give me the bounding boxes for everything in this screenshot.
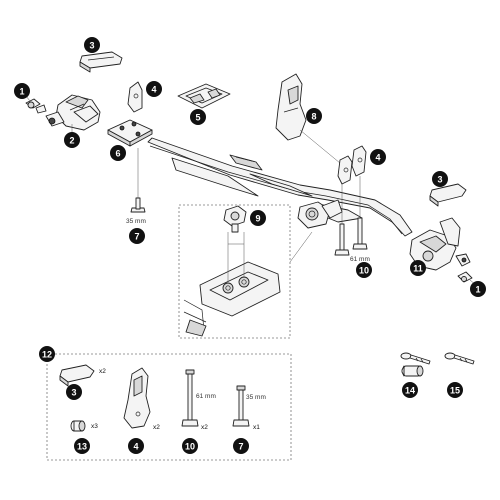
qty-tbolt-61: x2 (201, 424, 208, 431)
detail-mount-closeup (183, 261, 281, 337)
base-plate-part (107, 119, 153, 147)
detail-frame (178, 204, 291, 339)
kit-bracket-part (123, 367, 151, 429)
qty-spacer: x3 (91, 423, 98, 430)
qty-tbolt-35: x1 (253, 424, 260, 431)
callout-4-left: 4 (146, 81, 162, 97)
svg-text:1: 1 (19, 86, 24, 96)
callout-3-right: 3 (432, 171, 448, 187)
svg-text:3: 3 (71, 387, 76, 397)
svg-text:11: 11 (413, 263, 423, 273)
callout-4-kit: 4 (128, 438, 144, 454)
callout-3-top: 3 (84, 37, 100, 53)
svg-text:10: 10 (185, 441, 195, 451)
callout-1-right: 1 (470, 281, 486, 297)
svg-text:2: 2 (69, 135, 74, 145)
tbolt-35-part (130, 148, 146, 213)
dim-35mm-top: 35 mm (126, 218, 146, 225)
svg-text:5: 5 (195, 112, 200, 122)
tbolt-61-part (334, 176, 368, 256)
knob-part-9 (223, 205, 247, 282)
callout-7-top: 7 (129, 228, 145, 244)
svg-text:1: 1 (475, 284, 480, 294)
dim-61mm-kit: 61 mm (196, 393, 216, 400)
kit-tbolt-35-part (232, 385, 250, 427)
bar-clamp (297, 199, 343, 229)
callout-13: 13 (74, 438, 90, 454)
callout-3-kit: 3 (66, 384, 82, 400)
dim-61mm-top: 61 mm (350, 256, 370, 263)
screw-part-left (25, 95, 47, 114)
clamp-assembly-right (409, 217, 471, 271)
kit-pad-part (59, 364, 95, 387)
frame-plate-part (177, 83, 231, 114)
svg-text:7: 7 (134, 231, 139, 241)
clamp-knob-part (45, 94, 101, 132)
svg-text:9: 9 (255, 213, 260, 223)
bracket-part-right (337, 145, 367, 185)
qty-pad: x2 (99, 368, 106, 375)
kit-tbolt-61-part (181, 369, 199, 427)
svg-text:6: 6 (115, 148, 120, 158)
pad-part-right (429, 183, 467, 207)
callout-2: 2 (64, 132, 80, 148)
svg-text:10: 10 (359, 265, 369, 275)
qty-bracket: x2 (153, 424, 160, 431)
callout-10-kit: 10 (182, 438, 198, 454)
callout-10-top: 10 (356, 262, 372, 278)
svg-text:3: 3 (89, 40, 94, 50)
kit-spacer-part (70, 420, 86, 432)
bracket-part-left (127, 81, 143, 113)
callout-9: 9 (250, 210, 266, 226)
svg-text:8: 8 (311, 111, 316, 121)
svg-text:4: 4 (151, 84, 156, 94)
callout-12: 12 (39, 346, 55, 362)
svg-text:15: 15 (450, 385, 460, 395)
svg-text:3: 3 (437, 174, 442, 184)
svg-text:13: 13 (77, 441, 87, 451)
svg-text:4: 4 (133, 441, 138, 451)
callout-14: 14 (402, 382, 418, 398)
callout-4-right: 4 (370, 149, 386, 165)
callout-8: 8 (306, 108, 322, 124)
svg-text:12: 12 (42, 349, 52, 359)
pad-part-top (79, 51, 123, 73)
callout-6: 6 (110, 145, 126, 161)
callout-1-left: 1 (14, 83, 30, 99)
screw-part-right (457, 271, 477, 286)
callout-11: 11 (410, 260, 426, 276)
callout-15: 15 (447, 382, 463, 398)
callout-7-kit: 7 (233, 438, 249, 454)
svg-text:14: 14 (405, 385, 415, 395)
lock-keys-part (400, 352, 431, 377)
detail-leader (289, 231, 313, 263)
dim-35mm-kit: 35 mm (246, 394, 266, 401)
callout-5: 5 (190, 109, 206, 125)
svg-text:4: 4 (375, 152, 380, 162)
key-part (444, 352, 475, 365)
wheel-holder-part (275, 73, 347, 169)
svg-text:7: 7 (238, 441, 243, 451)
spare-parts-frame (46, 353, 292, 461)
